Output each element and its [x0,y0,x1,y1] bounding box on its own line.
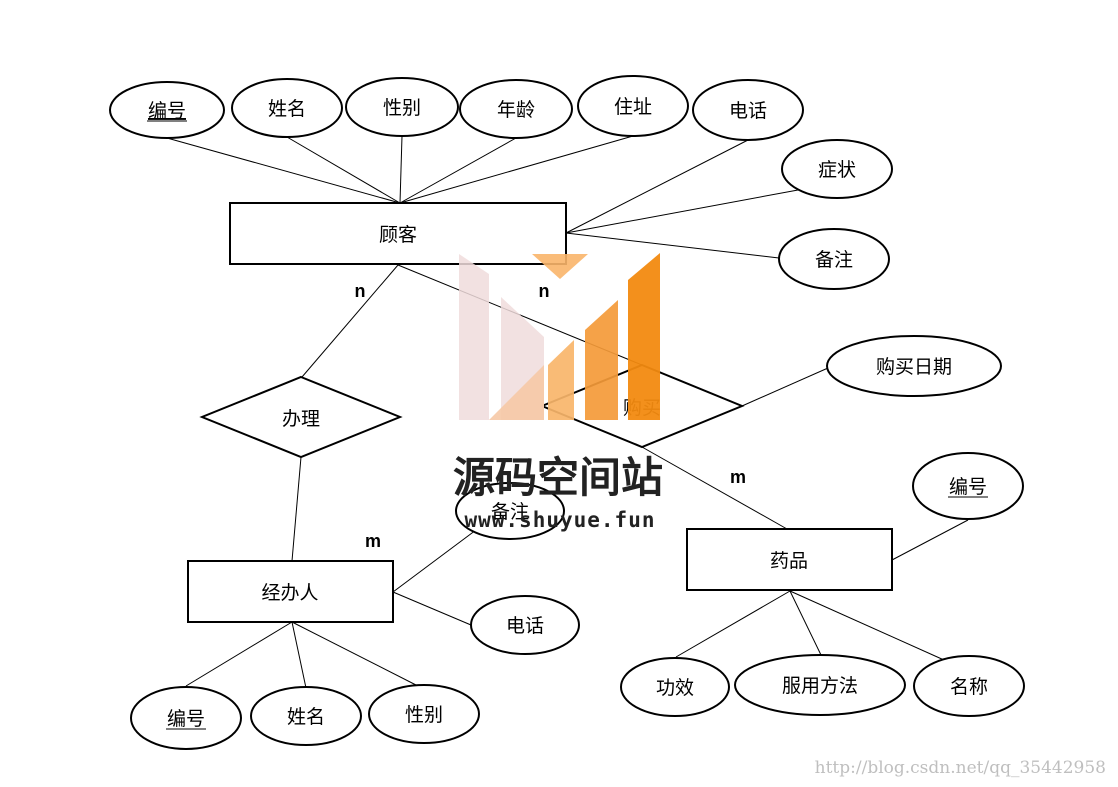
card-customer-handle: n [355,281,366,301]
line-handler-phone [392,591,472,626]
entity-handler-label: 经办人 [261,582,318,604]
attr-customer-address-label: 住址 [614,96,652,118]
line-customer-name [286,136,401,204]
card-handler-handle: m [365,531,381,551]
attr-handler-gender: 性别 [368,684,480,744]
attr-medicine-id-label: 编号 [949,476,987,498]
line-handler-name [291,621,307,689]
line-customer-phone [565,139,749,234]
entity-customer-label: 顾客 [379,224,417,246]
line-customer-age [399,137,517,204]
watermark-title: 源码空间站 [453,453,663,502]
attr-purchase-date-label: 购买日期 [876,356,952,378]
line-customer-symptom [565,189,799,234]
line-medicine-id [891,519,969,561]
attr-customer-id-label: 编号 [148,100,186,122]
watermark-url: www.shuyue.fun [464,508,655,532]
attr-medicine-name: 名称 [913,655,1025,717]
attr-customer-address: 住址 [577,75,689,137]
cardinality-labels: n n m m [355,281,747,551]
attr-handler-phone-label: 电话 [506,615,544,637]
attr-medicine-effect-label: 功效 [656,677,694,699]
attr-customer-phone: 电话 [692,79,804,141]
attr-purchase-date: 购买日期 [826,335,1002,397]
attr-customer-name: 姓名 [231,78,343,138]
medicine-attributes: 编号 功效 服用方法 名称 [620,452,1025,717]
attr-handler-name: 姓名 [250,686,362,746]
attr-medicine-usage: 服用方法 [734,654,906,716]
attr-customer-note-label: 备注 [815,249,853,271]
relationship-handle-label: 办理 [282,408,320,430]
attr-customer-age-label: 年龄 [497,99,535,121]
attr-medicine-id: 编号 [912,452,1024,520]
entity-handler: 经办人 [187,560,394,623]
attr-customer-name-label: 姓名 [268,98,306,120]
attr-customer-symptom-label: 症状 [818,159,856,181]
line-customer-gender [399,135,403,204]
entity-medicine: 药品 [686,528,893,591]
entity-customer: 顾客 [229,202,567,265]
line-customer-handle [301,264,399,378]
line-customer-id [166,137,401,204]
line-medicine-effect [675,590,791,658]
relationship-handle: 办理 [199,375,403,459]
attr-customer-age: 年龄 [459,79,573,139]
customer-attributes: 编号 姓名 性别 年龄 住址 电话 症状 备注 [109,75,893,290]
line-purchase-date [741,367,829,407]
connector-lines [166,135,969,689]
card-medicine-purchase: m [730,467,746,487]
card-customer-purchase: n [539,281,550,301]
attr-medicine-name-label: 名称 [950,676,988,698]
line-customer-note [565,232,780,259]
attr-handler-name-label: 姓名 [287,706,325,728]
attr-medicine-usage-label: 服用方法 [782,675,858,697]
line-medicine-usage [789,590,822,656]
blog-url: http://blog.csdn.net/qq_35442958 [815,758,1106,778]
attr-customer-note: 备注 [778,228,890,290]
line-purchase-medicine [641,446,788,530]
attr-handler-phone: 电话 [470,595,580,655]
attr-customer-phone-label: 电话 [729,100,767,122]
attr-customer-symptom: 症状 [781,139,893,199]
attr-medicine-effect: 功效 [620,657,730,717]
line-handler-note [392,529,477,593]
attr-customer-id: 编号 [109,81,225,139]
line-handler-id [185,621,293,687]
attr-handler-id-label: 编号 [167,708,205,730]
attr-handler-gender-label: 性别 [405,704,443,726]
attr-customer-gender-label: 性别 [383,97,421,119]
entity-medicine-label: 药品 [770,550,808,572]
line-handler-gender [291,621,417,686]
attr-handler-note: 备注 [455,482,565,540]
line-customer-address [399,135,634,204]
handler-attributes: 备注 电话 编号 姓名 性别 [130,482,580,750]
attr-handler-id: 编号 [130,686,242,750]
watermark-logo-icon [459,253,660,420]
attr-handler-note-label: 备注 [491,501,529,523]
line-medicine-name [789,590,945,661]
line-handle-handler [291,456,302,562]
attr-customer-gender: 性别 [345,77,459,137]
